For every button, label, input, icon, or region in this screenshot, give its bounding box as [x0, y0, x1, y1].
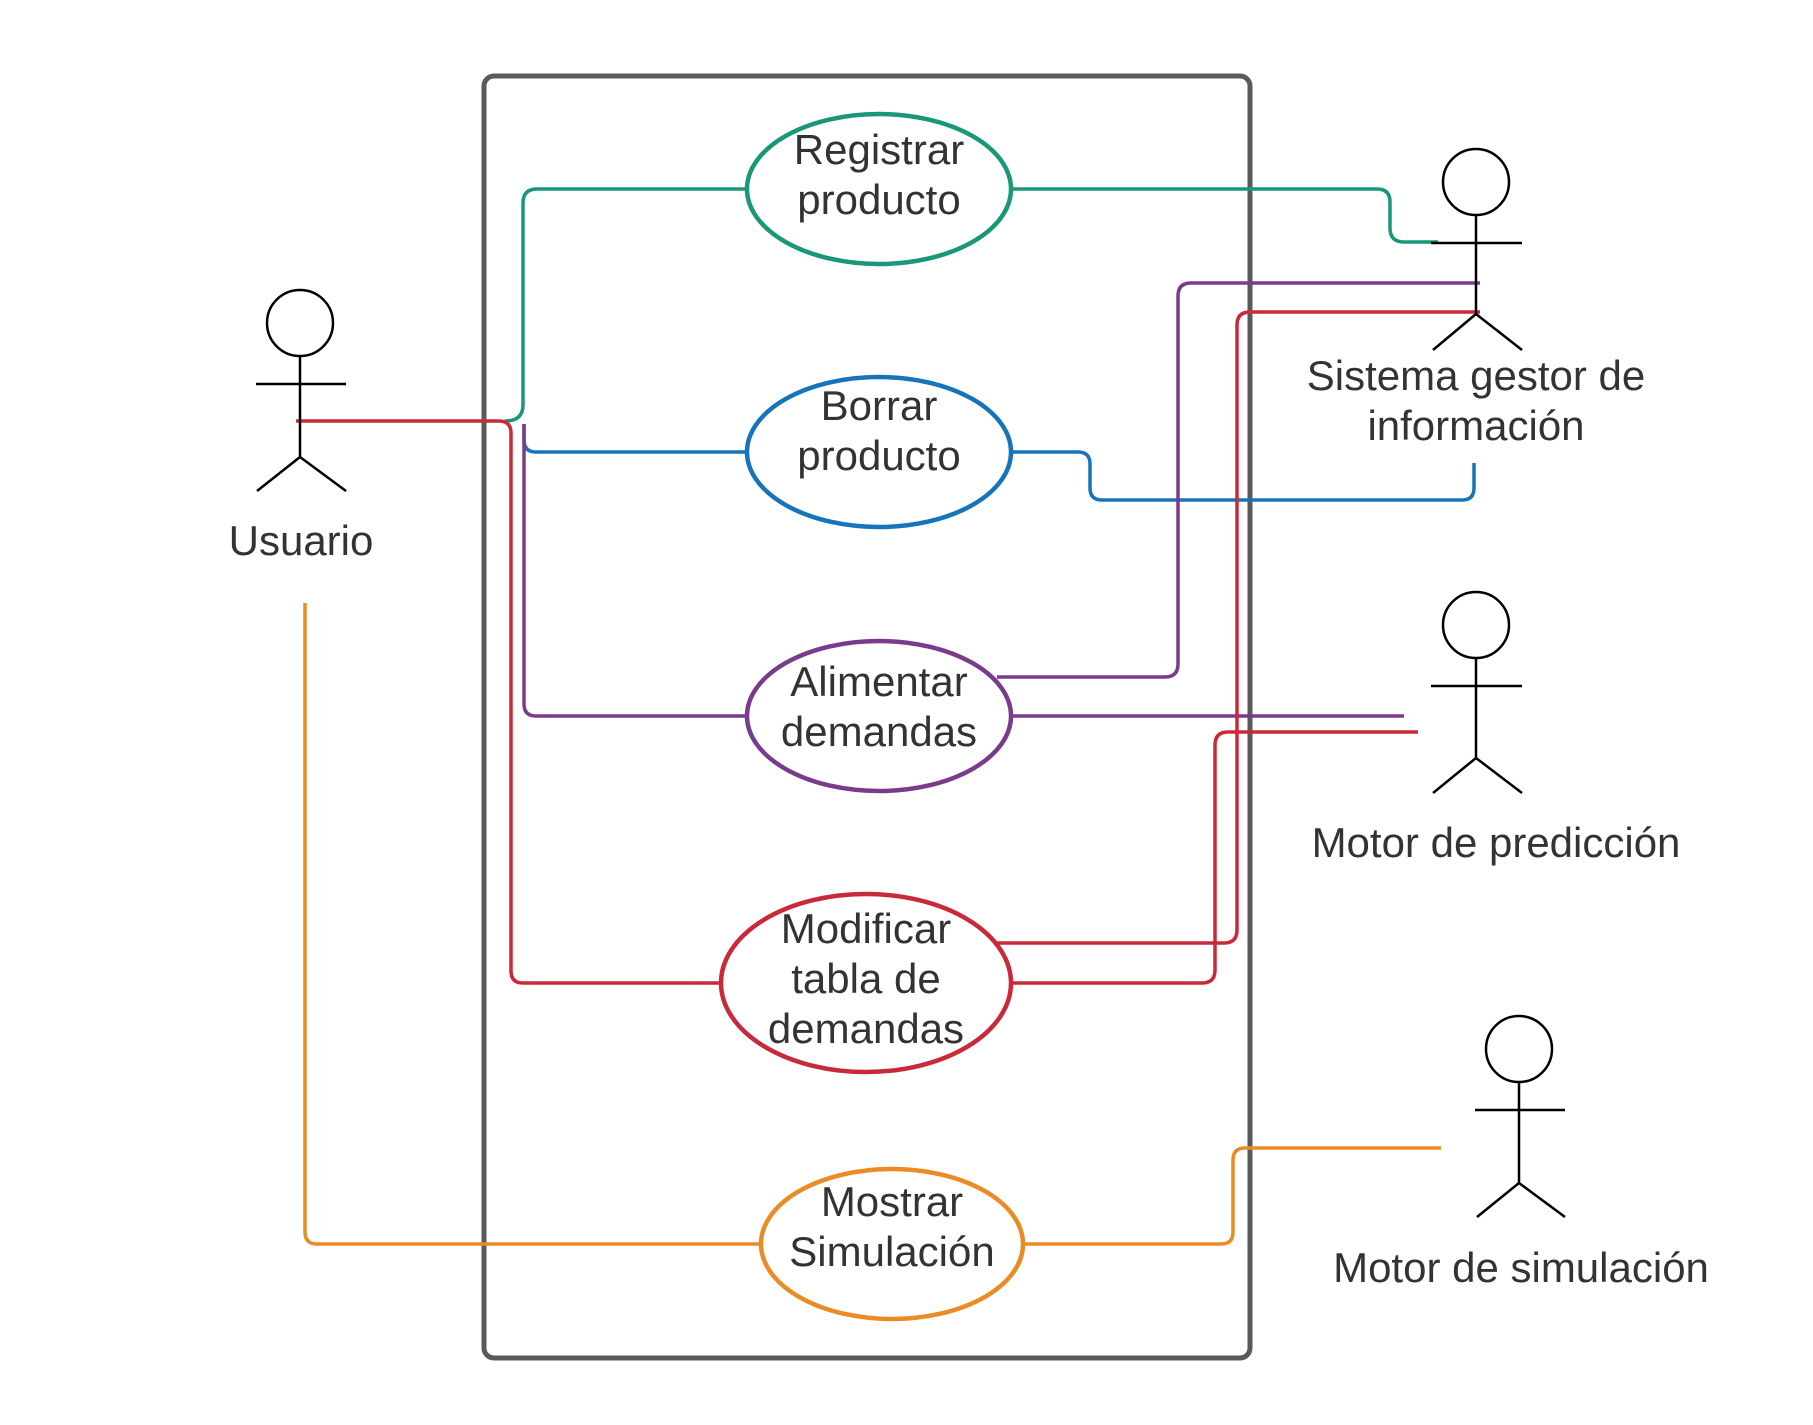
connector-registrar-sistema — [1010, 187, 1438, 244]
stick-figure-icon — [1475, 1014, 1566, 1219]
use-case-label-line: demandas — [781, 708, 977, 755]
use-case-label-line: Registrar — [794, 126, 964, 173]
connector-mostrar-simulacion — [1022, 1146, 1441, 1246]
use-case-alimentar-demandas: Alimentar demandas — [744, 638, 1014, 794]
actor-label-line: información — [1367, 402, 1584, 449]
use-case-registrar-producto: Registrar producto — [744, 111, 1014, 267]
connector-usuario-borrar — [522, 424, 747, 454]
connector-usuario-alimentar — [522, 424, 747, 718]
connector-modificar-prediccion — [1010, 730, 1418, 985]
use-case-label-line: Simulación — [789, 1228, 994, 1275]
actor-sistema-gestor-de-informacion — [1431, 147, 1523, 351]
use-case-borrar-producto: Borrar producto — [744, 374, 1014, 530]
use-case-ellipse — [744, 374, 1014, 530]
stick-figure-icon — [256, 288, 347, 493]
use-case-label-line: tabla de — [791, 955, 940, 1002]
actor-motor-de-simulacion — [1475, 1014, 1566, 1219]
use-case-mostrar-simulacion: Mostrar Simulación — [758, 1166, 1026, 1322]
actor-label-line: Motor de predicción — [1312, 819, 1681, 866]
connector-usuario-mostrar — [303, 603, 760, 1246]
connector-usuario-modificar — [296, 419, 720, 985]
use-case-label-line: Alimentar — [790, 658, 967, 705]
use-case-ellipse — [744, 638, 1014, 794]
connector-borrar-sistema — [1010, 450, 1476, 502]
connector-modificar-sistema — [997, 310, 1480, 945]
use-case-ellipse — [744, 111, 1014, 267]
use-case-label-line: Borrar — [821, 382, 938, 429]
connector-usuario-registrar — [504, 187, 747, 423]
use-case-modificar-tabla-de-demandas: Modificar tabla de demandas — [718, 891, 1014, 1075]
use-case-ellipse — [758, 1166, 1026, 1322]
use-case-label-line: Mostrar — [821, 1178, 963, 1225]
use-case-label-line: Modificar — [781, 905, 951, 952]
actor-label-line: Usuario — [229, 517, 374, 564]
actor-label-line: Motor de simulación — [1333, 1244, 1709, 1291]
connector-alimentar-sistema — [997, 281, 1480, 679]
actor-usuario — [256, 288, 347, 493]
connectors — [296, 187, 1480, 1246]
use-case-label-line: demandas — [768, 1005, 964, 1052]
use-case-label-line: producto — [797, 432, 960, 479]
actor-motor-de-prediccion — [1431, 590, 1523, 794]
use-case-ellipse — [718, 891, 1014, 1075]
use-case-label-line: producto — [797, 176, 960, 223]
stick-figure-icon — [1431, 590, 1523, 794]
stick-figure-icon — [1431, 147, 1523, 351]
actor-label-line: Sistema gestor de — [1307, 352, 1646, 399]
